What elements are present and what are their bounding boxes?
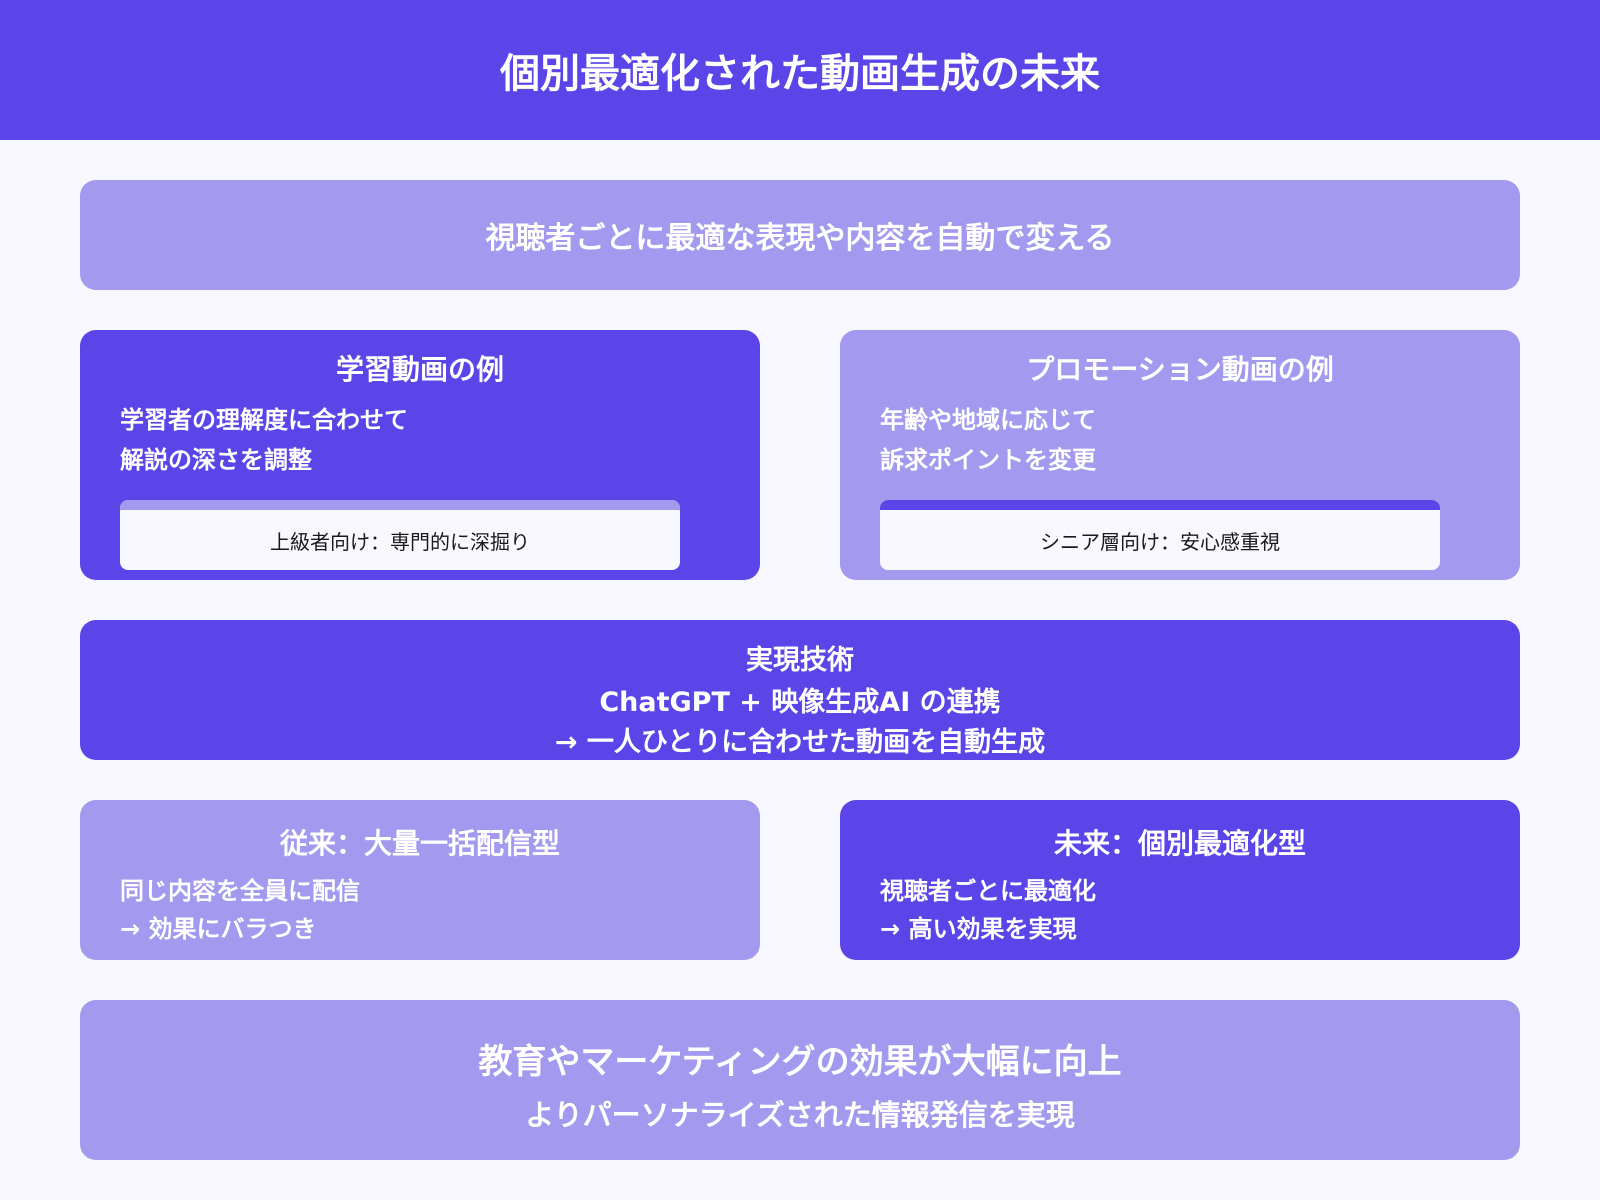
description-line: → 高い効果を実現: [880, 915, 1077, 943]
future-model-card: 未来：個別最適化型 視聴者ごとに最適化 → 高い効果を実現: [840, 800, 1520, 960]
promotion-example-sample: シニア層向け：安心感重視: [880, 500, 1440, 570]
technology-heading: 実現技術: [746, 645, 854, 676]
learning-example-sample: 上級者向け：専門的に深掘り: [120, 500, 680, 570]
technology-line: ChatGPT + 映像生成AI の連携: [599, 687, 1001, 718]
promotion-example-description: 年齢や地域に応じて 訴求ポイントを変更: [880, 400, 1096, 480]
traditional-model-description: 同じ内容を全員に配信 → 効果にバラつき: [120, 872, 360, 948]
summary-box: 視聴者ごとに最適な表現や内容を自動で変える: [80, 180, 1520, 290]
description-line: 視聴者ごとに最適化: [880, 877, 1096, 905]
page-title: 個別最適化された動画生成の未来: [500, 51, 1100, 97]
sample-label: シニア層向け：安心感重視: [1040, 529, 1280, 554]
header-banner: 個別最適化された動画生成の未来: [0, 0, 1600, 140]
technology-box: 実現技術 ChatGPT + 映像生成AI の連携 → 一人ひとりに合わせた動画…: [80, 620, 1520, 760]
conclusion-box: 教育やマーケティングの効果が大幅に向上 よりパーソナライズされた情報発信を実現: [80, 1000, 1520, 1160]
future-model-description: 視聴者ごとに最適化 → 高い効果を実現: [880, 872, 1096, 948]
promotion-example-card: プロモーション動画の例 年齢や地域に応じて 訴求ポイントを変更 シニア層向け：安…: [840, 330, 1520, 580]
traditional-model-heading: 従来：大量一括配信型: [279, 827, 560, 860]
learning-example-heading: 学習動画の例: [335, 353, 504, 386]
description-line: 年齢や地域に応じて: [880, 406, 1096, 434]
conclusion-headline: 教育やマーケティングの効果が大幅に向上: [478, 1042, 1122, 1082]
promotion-example-heading: プロモーション動画の例: [1026, 353, 1334, 386]
learning-example-description: 学習者の理解度に合わせて 解説の深さを調整: [120, 400, 408, 480]
description-line: 学習者の理解度に合わせて: [120, 406, 408, 434]
sample-accent-strip: [120, 500, 680, 510]
description-line: 解説の深さを調整: [120, 446, 312, 474]
summary-text: 視聴者ごとに最適な表現や内容を自動で変える: [485, 221, 1115, 256]
future-model-heading: 未来：個別最適化型: [1053, 827, 1306, 860]
sample-accent-strip: [880, 500, 1440, 510]
learning-example-card: 学習動画の例 学習者の理解度に合わせて 解説の深さを調整 上級者向け：専門的に深…: [80, 330, 760, 580]
conclusion-subline: よりパーソナライズされた情報発信を実現: [525, 1098, 1075, 1132]
technology-line: → 一人ひとりに合わせた動画を自動生成: [554, 727, 1046, 758]
description-line: → 効果にバラつき: [120, 915, 317, 943]
traditional-model-card: 従来：大量一括配信型 同じ内容を全員に配信 → 効果にバラつき: [80, 800, 760, 960]
description-line: 同じ内容を全員に配信: [120, 877, 360, 905]
sample-label: 上級者向け：専門的に深掘り: [270, 529, 530, 554]
description-line: 訴求ポイントを変更: [880, 446, 1096, 474]
